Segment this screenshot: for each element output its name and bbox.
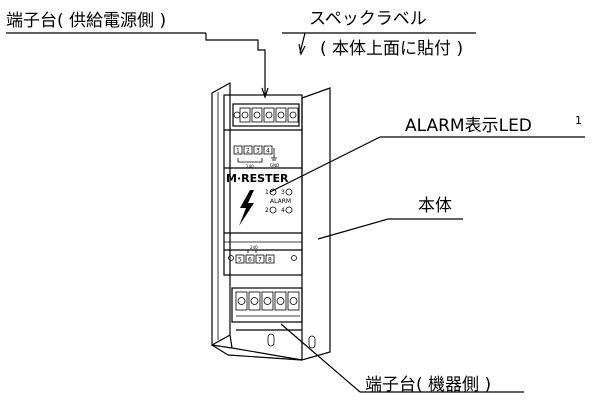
body-leader bbox=[317, 218, 389, 240]
top-terminal-number: 2 bbox=[246, 148, 250, 155]
alarm-led-note: 1 bbox=[575, 114, 582, 127]
brand-logo: M·RESTER bbox=[226, 172, 289, 185]
spec-leader bbox=[299, 32, 306, 54]
led-3-icon bbox=[285, 188, 293, 196]
device-terminal-label: 端子台( 機器側 ) bbox=[365, 375, 492, 395]
bottom-terminal-number: 8 bbox=[268, 257, 272, 264]
leader-lines bbox=[6, 32, 585, 393]
led-1-icon bbox=[269, 188, 277, 196]
top-terminal-number: 4 bbox=[266, 148, 270, 155]
top-terminal-number: 3 bbox=[256, 148, 260, 155]
top-screws bbox=[233, 107, 299, 123]
supply-leader-arrow bbox=[261, 87, 269, 99]
supply-leader bbox=[205, 33, 266, 97]
mount-slot-left bbox=[267, 333, 275, 347]
top-small-text: 240 bbox=[246, 164, 254, 169]
led-4-icon bbox=[285, 206, 293, 214]
led-number: 2 bbox=[265, 207, 269, 214]
base-bottom bbox=[227, 354, 303, 361]
bottom-terminal-number: 6 bbox=[248, 257, 252, 264]
bottom-terminal-number: 5 bbox=[238, 257, 242, 264]
bottom-terminal-outline bbox=[231, 287, 303, 323]
alarm-led-label: ALARM表示LED bbox=[405, 116, 532, 136]
supply-terminal-label: 端子台( 供給電源側 ) bbox=[6, 11, 167, 31]
led-number: 3 bbox=[281, 189, 285, 196]
base-front-left bbox=[211, 344, 233, 349]
base-left-corner bbox=[211, 344, 229, 356]
led-number: 4 bbox=[281, 207, 285, 214]
bottom-terminal-labels: 240 5 6 7 8 bbox=[228, 245, 297, 264]
module-body: 1 2 3 4 240 GND M·RESTER 1 3 bbox=[223, 94, 303, 276]
alarm-leds: 1 3 ALARM 2 4 bbox=[265, 188, 293, 214]
alarm-text: ALARM bbox=[270, 198, 291, 205]
bottom-terminal-block bbox=[231, 287, 303, 331]
mount-slot-right bbox=[308, 335, 316, 349]
spec-label-title: スペックラベル bbox=[309, 9, 427, 29]
top-small-text-2: GND bbox=[270, 163, 279, 168]
bottom-small-text: 240 bbox=[250, 245, 258, 250]
alarm-leader bbox=[269, 136, 381, 193]
led-2-icon bbox=[269, 206, 277, 214]
device-terminal-leader bbox=[280, 323, 361, 393]
right-wall bbox=[301, 87, 331, 361]
spec-leader-arrow bbox=[298, 43, 306, 56]
top-terminal-block bbox=[232, 103, 300, 127]
left-wall bbox=[211, 81, 231, 347]
enclosure bbox=[211, 81, 331, 361]
led-number: 1 bbox=[265, 189, 269, 196]
bottom-terminal-number: 7 bbox=[258, 257, 262, 264]
top-terminal-labels: 1 2 3 4 240 GND bbox=[233, 145, 279, 169]
body-label: 本体 bbox=[418, 196, 452, 216]
top-terminal-number: 1 bbox=[236, 148, 240, 155]
lightning-icon bbox=[239, 190, 254, 226]
spec-label-subtitle: ( 本体上面に貼付 ) bbox=[320, 39, 464, 59]
module-outline bbox=[223, 94, 303, 276]
